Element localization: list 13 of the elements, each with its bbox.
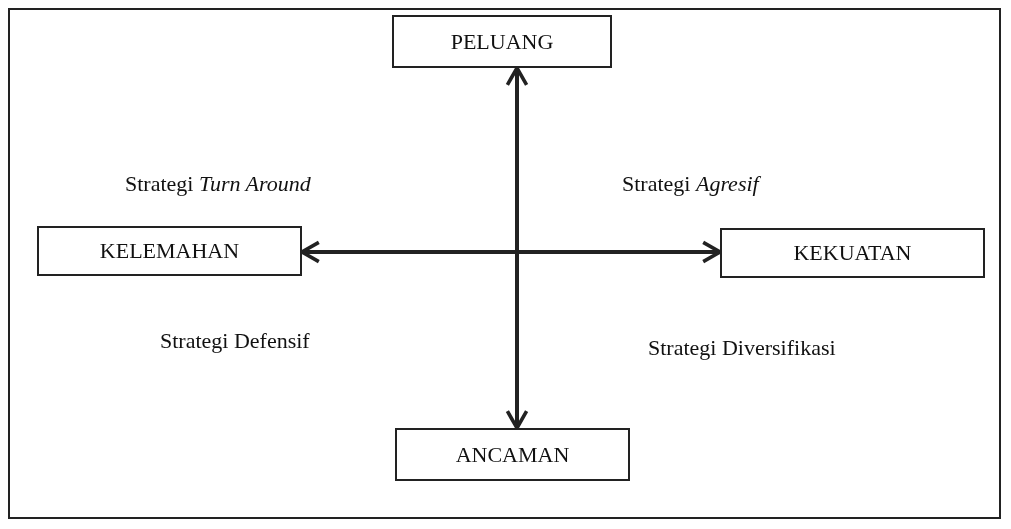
quadrant-box bbox=[37, 226, 302, 276]
strategy-label: Strategi Agresif bbox=[622, 171, 759, 197]
strategy-label: Strategi Diversifikasi bbox=[648, 335, 836, 361]
strategy-label: Strategi Defensif bbox=[160, 328, 310, 354]
box-label: ANCAMAN bbox=[455, 441, 570, 468]
double-arrow bbox=[505, 66, 529, 430]
box-label: KEKUATAN bbox=[793, 240, 912, 266]
quadrant-box bbox=[720, 228, 985, 278]
quadrant-box bbox=[395, 428, 630, 481]
box-label: KELEMAHAN bbox=[99, 238, 240, 264]
strategy-label: Strategi Turn Around bbox=[125, 171, 311, 197]
box-label: PELUANG bbox=[450, 28, 554, 55]
quadrant-box bbox=[392, 15, 612, 68]
